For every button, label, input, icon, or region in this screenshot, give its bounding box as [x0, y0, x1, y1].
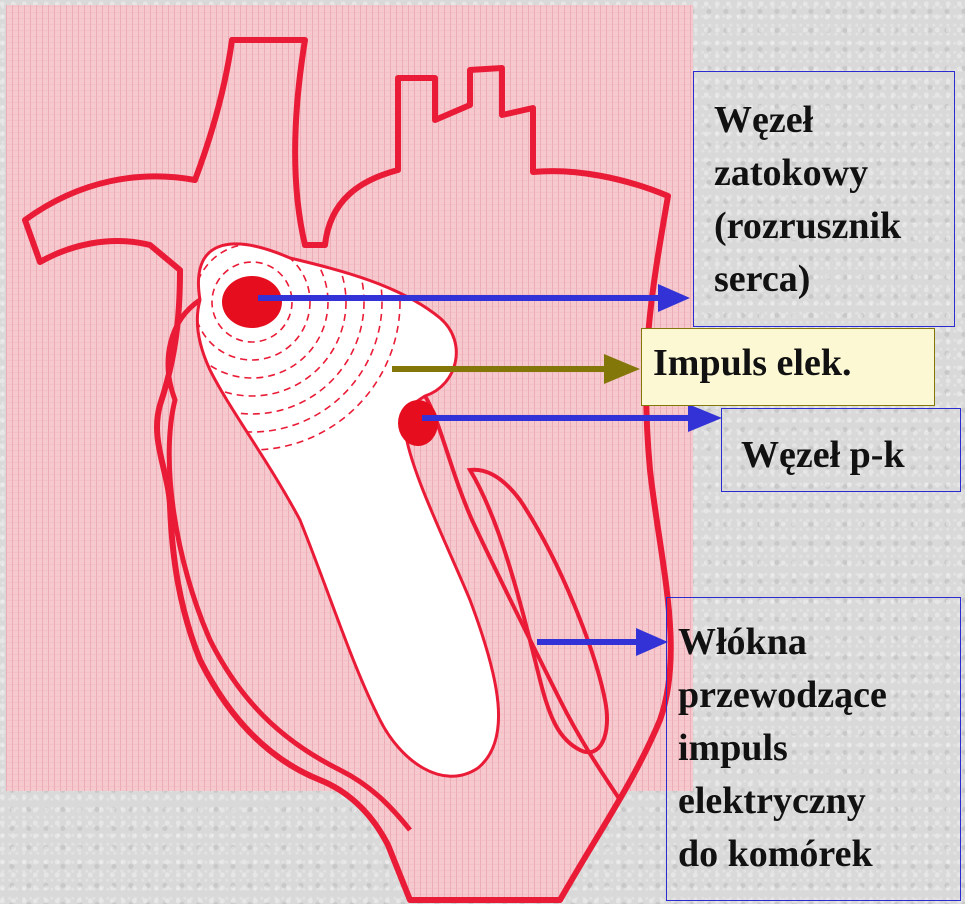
label-line: Węzeł [714, 94, 954, 147]
label-line: serca) [714, 253, 954, 306]
label-line: zatokowy [714, 147, 954, 200]
label-electric-impulse: Impuls elek. [641, 328, 935, 406]
atrioventricular-node [398, 400, 438, 446]
label-line: Impuls elek. [653, 337, 934, 390]
label-line: elektryczny [678, 775, 960, 828]
label-line: Włókna [678, 616, 960, 669]
label-conducting-fibers: Włókna przewodzące impuls elektryczny do… [666, 597, 961, 901]
label-line: przewodzące [678, 669, 960, 722]
label-sinoatrial-node: Węzeł zatokowy (rozrusznik serca) [693, 71, 955, 327]
label-line: impuls [678, 722, 960, 775]
label-line: (rozrusznik [714, 200, 954, 253]
label-av-node: Węzeł p-k [721, 408, 961, 492]
label-line: Węzeł p-k [741, 429, 960, 482]
label-line: do komórek [678, 828, 960, 881]
sinoatrial-node [222, 276, 282, 328]
